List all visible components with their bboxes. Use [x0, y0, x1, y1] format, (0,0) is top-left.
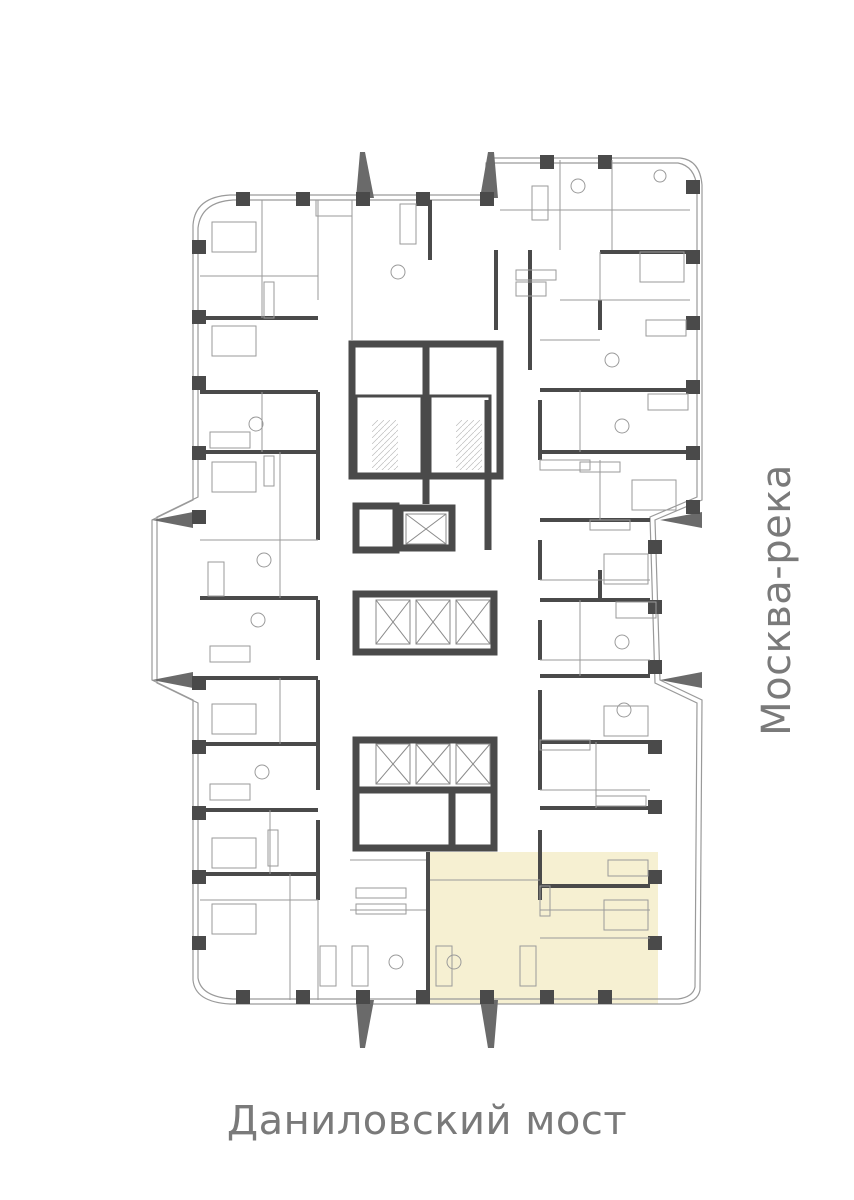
facade-fins	[152, 152, 702, 1048]
river-label: Москва-река	[754, 464, 800, 736]
elevators	[375, 513, 491, 785]
building-outline	[151, 157, 703, 1005]
core-walls-thin	[354, 394, 492, 478]
interior-details	[200, 160, 690, 1000]
core-walls	[348, 340, 504, 852]
highlighted-apartment[interactable]	[428, 852, 658, 1004]
stairs	[372, 420, 482, 470]
street-label: Даниловский мост	[226, 1098, 628, 1144]
kitchen-counters	[263, 269, 647, 917]
apartment-walls	[200, 200, 690, 1000]
